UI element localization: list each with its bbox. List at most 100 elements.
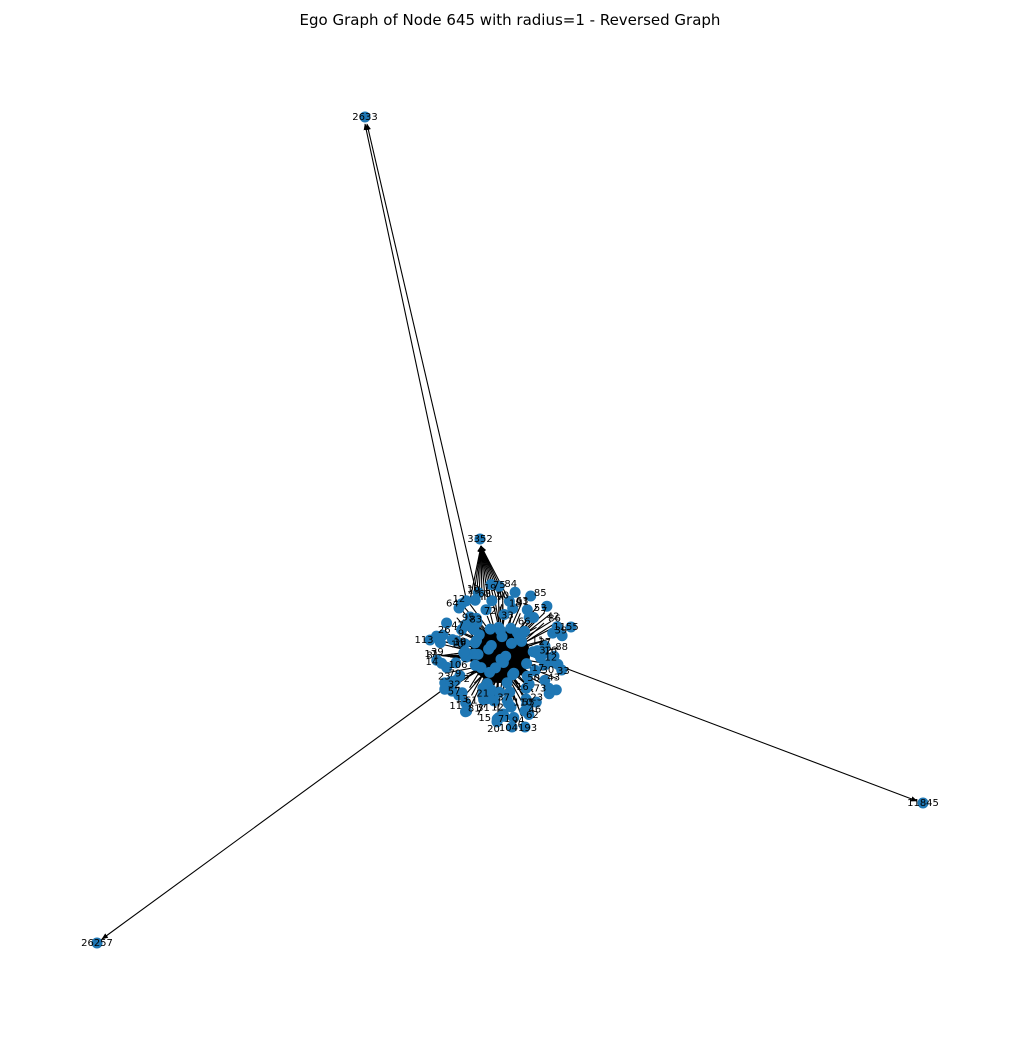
cluster-node [509,586,521,598]
cluster-node [488,695,500,707]
graph-title: Ego Graph of Node 645 with radius=1 - Re… [300,11,721,29]
cluster-node-label: 53 [534,603,547,614]
cluster-node [522,698,534,710]
node-1155 [565,621,577,633]
cluster-node [484,623,496,635]
cluster-node [471,635,482,647]
graph-edges [101,123,918,940]
cluster-node-label: 94 [512,716,525,727]
cluster-node [548,650,560,662]
cluster-node-label: 86 [548,614,561,625]
cluster-node-label: 17 [424,649,437,660]
cluster-node [497,657,509,668]
cluster-node-label: 83 [469,614,482,625]
cluster-node-label: 68 [478,589,491,600]
cluster-node [505,622,517,634]
cluster-edge [498,661,505,707]
cluster-node-label: 33 [557,666,570,677]
edge-to-11845 [564,667,918,802]
cluster-node [498,710,510,722]
cluster-node [441,661,453,673]
cluster-node-label: 2 [464,674,470,685]
cluster-node-label: 81 [426,651,439,662]
node-label-26257: 26257 [81,938,113,949]
cluster-node-label: 47 [451,621,464,632]
cluster-node-label: 36 [454,637,467,648]
cluster-node [541,600,553,612]
cluster-node [520,682,532,694]
cluster-node [523,709,535,720]
cluster-labels: 1233301743507323164662551104094713712201… [424,579,569,735]
cluster-node-label: 18 [509,599,522,610]
cluster-node-label: 81 [468,704,481,715]
cluster-node [484,666,496,678]
cluster-node [459,638,471,650]
cluster-node-label: 62 [526,710,539,721]
cluster-node-label: 10 [451,640,464,651]
cluster-node-label: 12 [453,594,466,605]
cluster-node [547,627,559,639]
cluster-node-label: 106 [448,660,467,671]
cluster-node-label: 11 [449,701,462,712]
node-label-2633: 2633 [352,112,377,123]
node-label-11845: 11845 [907,798,939,809]
cluster-node-label: 71 [498,714,511,725]
cluster-node-label: 26 [438,625,451,636]
cluster-node [483,643,495,655]
node-26257 [91,937,103,949]
cluster-node-label: 19 [484,583,497,594]
cluster-node [477,682,489,694]
cluster-node [508,712,520,723]
cluster-node [521,658,533,670]
cluster-node [519,625,531,637]
edge-to-3352 [480,545,510,601]
cluster-node [521,670,533,682]
node-104193-b [519,721,531,733]
cluster-node-label: 37 [497,693,510,704]
cluster-node [529,665,541,676]
cluster-node [531,647,542,659]
node-label-3352: 3352 [467,534,492,545]
cluster-node-label: 17 [532,663,545,674]
cluster-node [450,675,462,687]
cluster-node [502,697,514,709]
cluster-node [441,617,453,629]
cluster-nodes [431,579,568,728]
cluster-node [469,659,481,671]
cluster-node [453,689,465,701]
cluster-node-label: 43 [547,673,560,684]
cluster-node [539,659,551,671]
cluster-node [556,630,568,642]
cluster-node-label: 64 [446,598,459,609]
cluster-node [498,609,510,620]
cluster-node-label: 15 [478,713,491,724]
cluster-node-label: 16 [516,682,529,693]
cluster-node-label: 21 [476,689,489,700]
node-label-113: 113 [414,635,433,646]
cluster-node-label: 75 [493,580,506,591]
cluster-node [468,624,480,635]
cluster-node-label: 9 [458,629,464,640]
cluster-node [431,654,443,666]
node-label-104193: 104193 [499,723,537,734]
cluster-node-label: 33 [501,610,514,621]
cluster-node-label: 40 [511,720,524,731]
cluster-node-label: 110 [513,697,532,708]
cluster-node-label: 32 [539,646,552,657]
cluster-node [459,619,471,631]
cluster-node [525,590,537,602]
cluster-node-label: 46 [529,705,542,716]
cluster-node [450,635,462,647]
cluster-node-label: 7 [541,606,547,617]
edge-to-2633-b [363,123,467,599]
cluster-node [458,647,470,659]
cluster-node-label: 20 [487,724,500,735]
cluster-node-label: 29 [468,586,481,597]
cluster-node-label: 23 [530,692,543,703]
cluster-node-label: 39 [431,647,444,658]
cluster-node [493,580,505,592]
cluster-node-label: 72 [484,606,497,617]
cluster-node-label: 50 [527,673,540,684]
cluster-node [434,637,446,649]
cluster-node-label: 16 [544,646,557,657]
